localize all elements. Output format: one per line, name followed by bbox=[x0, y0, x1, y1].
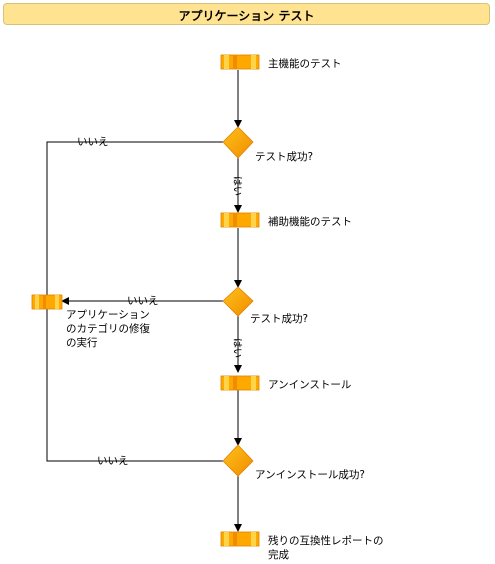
edge-decision3-no bbox=[46, 308, 224, 462]
title-bar: アプリケーション テスト bbox=[3, 3, 490, 25]
label-test-success-1: テスト成功? bbox=[255, 151, 314, 163]
label-uninstall-success: アンインストール成功? bbox=[255, 469, 365, 481]
label-test-success-2: テスト成功? bbox=[250, 313, 309, 325]
decision-node-test-success-1 bbox=[222, 126, 254, 159]
edge-label-yes-1: はい bbox=[231, 176, 242, 196]
process-node-main-test bbox=[220, 54, 260, 70]
process-node-report bbox=[220, 531, 260, 547]
decision-node-test-success-2 bbox=[222, 286, 254, 317]
label-aux-test: 補助機能のテスト bbox=[268, 216, 352, 228]
edge-label-no-2: いいえ bbox=[127, 295, 159, 307]
edge-label-no-1: いいえ bbox=[77, 136, 109, 148]
decision-node-uninstall-success bbox=[222, 444, 254, 477]
diagram-title: アプリケーション テスト bbox=[178, 9, 315, 23]
label-report: 残りの互換性レポートの 完成 bbox=[268, 535, 384, 561]
process-node-aux-test bbox=[220, 212, 260, 228]
edge-label-no-3: いいえ bbox=[97, 455, 129, 467]
label-repair: アプリケーション のカテゴリの修復 の実行 bbox=[66, 309, 150, 349]
process-node-repair bbox=[31, 294, 63, 310]
process-node-uninstall bbox=[220, 375, 260, 391]
edge-label-yes-2: はい bbox=[231, 338, 242, 358]
label-uninstall: アンインストール bbox=[268, 379, 352, 391]
edge-decision1-no bbox=[46, 141, 224, 300]
label-main-test: 主機能のテスト bbox=[268, 58, 342, 70]
connector-lines bbox=[46, 70, 242, 532]
